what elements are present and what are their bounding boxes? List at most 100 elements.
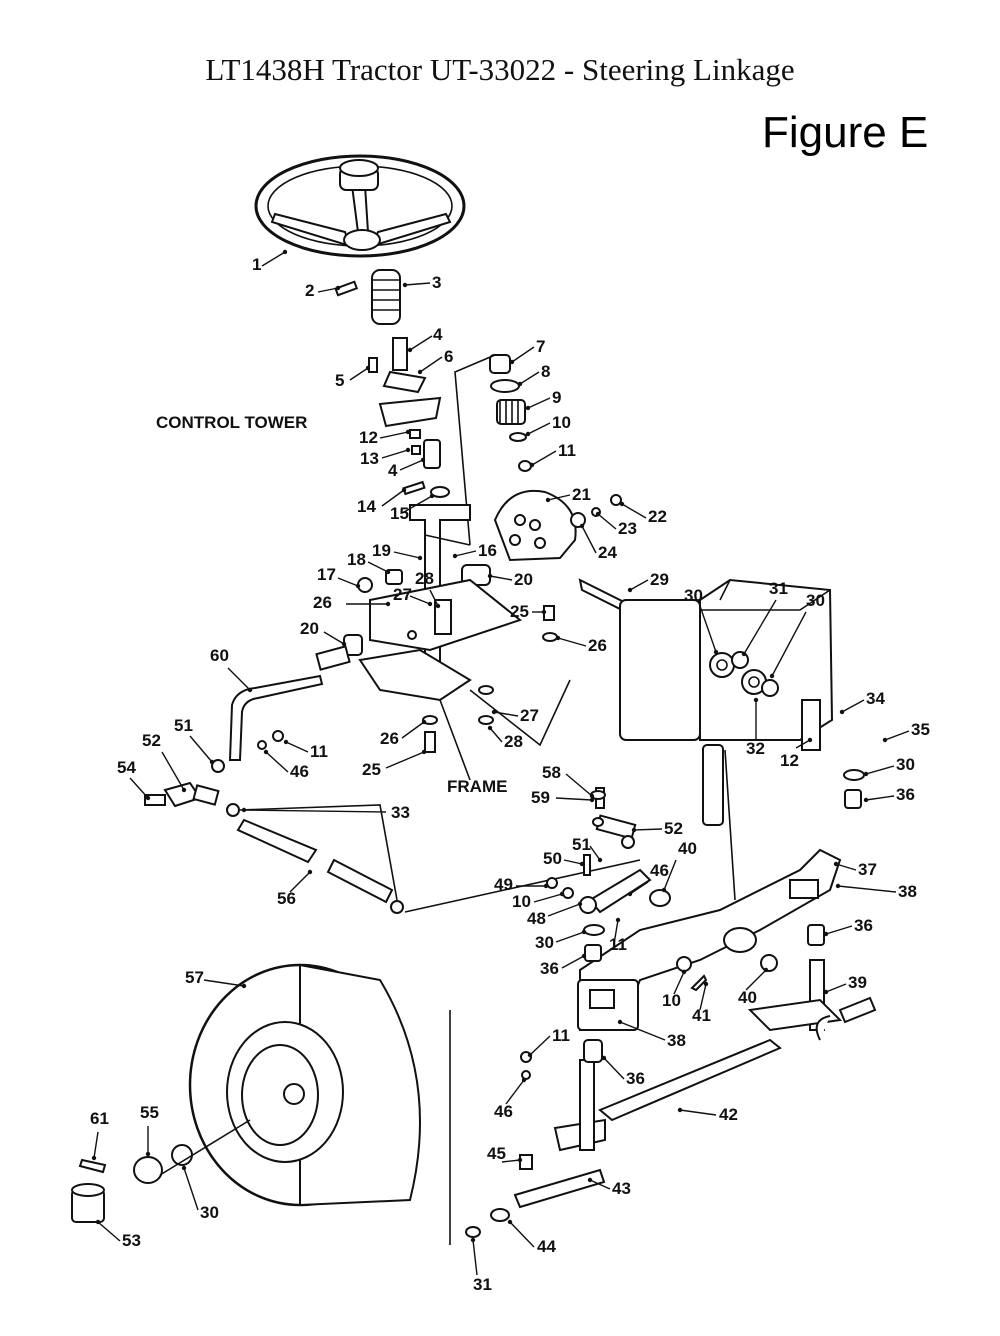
leader-line-p30e <box>183 1167 199 1211</box>
leader-tip-p28a <box>435 603 441 609</box>
leader-line-p33 <box>243 809 387 813</box>
leader-tip-p33 <box>241 807 247 813</box>
part-label-p11c: 11 <box>609 935 627 954</box>
drag-link <box>228 645 351 761</box>
leader-line-p34 <box>841 699 865 713</box>
leader-tip-p59 <box>589 797 595 803</box>
leader-tip-p52a <box>181 787 187 793</box>
part-label-p3: 3 <box>432 273 441 292</box>
leader-tip-p2 <box>335 285 341 291</box>
part-label-p11a: 11 <box>558 441 576 460</box>
leader-tip-p46b <box>627 891 633 897</box>
leader-tip-p51b <box>597 857 603 863</box>
leader-tip-p25b <box>421 749 427 755</box>
leader-tip-p11b <box>283 739 289 745</box>
part-label-p44: 44 <box>537 1237 556 1256</box>
leader-line-p8 <box>519 371 540 385</box>
leader-line-p42 <box>679 1109 717 1116</box>
leader-tip-p10a <box>525 431 531 437</box>
leader-line-p52b <box>633 828 663 831</box>
leader-line-p39 <box>825 983 847 993</box>
leader-tip-p60 <box>247 687 253 693</box>
part-label-p30c: 30 <box>896 755 915 774</box>
leader-tip-p54 <box>145 795 151 801</box>
leader-tip-p22 <box>619 501 625 507</box>
part-label-p22: 22 <box>648 507 667 526</box>
leader-tip-p29 <box>627 587 633 593</box>
leader-tip-p45 <box>517 1157 523 1163</box>
leader-tip-p40a <box>661 887 667 893</box>
part-label-p25b: 25 <box>362 760 381 779</box>
part-label-p35: 35 <box>911 720 930 739</box>
part-label-p61: 61 <box>90 1109 109 1128</box>
control-tower-label: CONTROL TOWER <box>156 413 307 432</box>
leader-tip-p27a <box>427 601 433 607</box>
part-label-p16: 16 <box>478 541 497 560</box>
leader-line-p28b <box>489 727 503 743</box>
leader-tip-p11a <box>529 462 535 468</box>
leader-tip-p30c <box>863 771 869 777</box>
leader-line-p31b <box>472 1239 478 1276</box>
leader-tip-p53 <box>95 1219 101 1225</box>
leader-tip-p30a <box>713 649 719 655</box>
leader-tip-p26c <box>421 719 427 725</box>
leader-line-p7 <box>511 346 535 363</box>
leader-tip-p10c <box>681 969 687 975</box>
part-label-p48: 48 <box>527 909 546 928</box>
leader-line-p27b <box>493 711 519 717</box>
leader-tip-p4a <box>407 347 413 353</box>
leader-line-p30c <box>865 765 895 775</box>
leader-tip-p26a <box>385 601 391 607</box>
leader-line-p52a <box>161 751 185 791</box>
part-label-p7: 7 <box>536 337 545 356</box>
part-label-p56: 56 <box>277 889 296 908</box>
leader-line-p4b <box>399 459 424 471</box>
leader-tip-p11d <box>527 1052 533 1058</box>
leader-line-p10b <box>533 893 563 903</box>
leader-lines <box>91 249 910 1276</box>
leader-tip-p30b <box>769 673 775 679</box>
leader-line-p2 <box>317 287 339 293</box>
leader-line-p11c <box>613 919 619 945</box>
leader-line-p28a <box>429 589 439 607</box>
part-label-p30a: 30 <box>684 586 703 605</box>
part-label-p52b: 52 <box>664 819 683 838</box>
leader-line-p36b <box>561 955 585 969</box>
leader-tip-p13 <box>405 447 411 453</box>
leader-line-p58 <box>565 773 593 797</box>
part-label-p55: 55 <box>140 1103 159 1122</box>
leader-tip-p23 <box>595 511 601 517</box>
leader-line-p29 <box>629 579 649 591</box>
figure-label: Figure E <box>762 108 929 157</box>
leader-tip-p10b <box>559 891 565 897</box>
part-label-p59: 59 <box>531 788 550 807</box>
leader-line-p11a <box>531 450 557 466</box>
leader-tip-p36b <box>581 953 587 959</box>
leader-tip-p20b <box>341 641 347 647</box>
leader-tip-p9 <box>525 405 531 411</box>
leader-line-p18 <box>367 561 389 573</box>
leader-line-p54 <box>129 777 149 799</box>
gear-parts <box>454 354 532 546</box>
leader-line-p45 <box>501 1159 521 1163</box>
leader-tip-p4b <box>420 457 426 463</box>
leader-tip-p38b <box>617 1019 623 1025</box>
part-label-p50: 50 <box>543 849 562 868</box>
leader-line-p6 <box>419 356 443 373</box>
part-label-p11d: 11 <box>552 1026 570 1045</box>
part-label-p15: 15 <box>390 504 409 523</box>
leader-tip-p28b <box>487 725 493 731</box>
part-label-p30b: 30 <box>806 591 825 610</box>
leader-line-p24 <box>581 525 597 554</box>
leader-tip-p26b <box>555 635 561 641</box>
part-label-p13: 13 <box>360 449 379 468</box>
leader-tip-p14 <box>401 487 407 493</box>
leader-line-p30b <box>771 611 807 677</box>
leader-line-p15 <box>403 495 433 513</box>
part-label-p31a: 31 <box>769 579 788 598</box>
part-label-p40b: 40 <box>738 988 757 1007</box>
leader-tip-p3 <box>402 282 408 288</box>
steering-arm <box>546 787 652 962</box>
part-label-p14: 14 <box>357 497 376 516</box>
